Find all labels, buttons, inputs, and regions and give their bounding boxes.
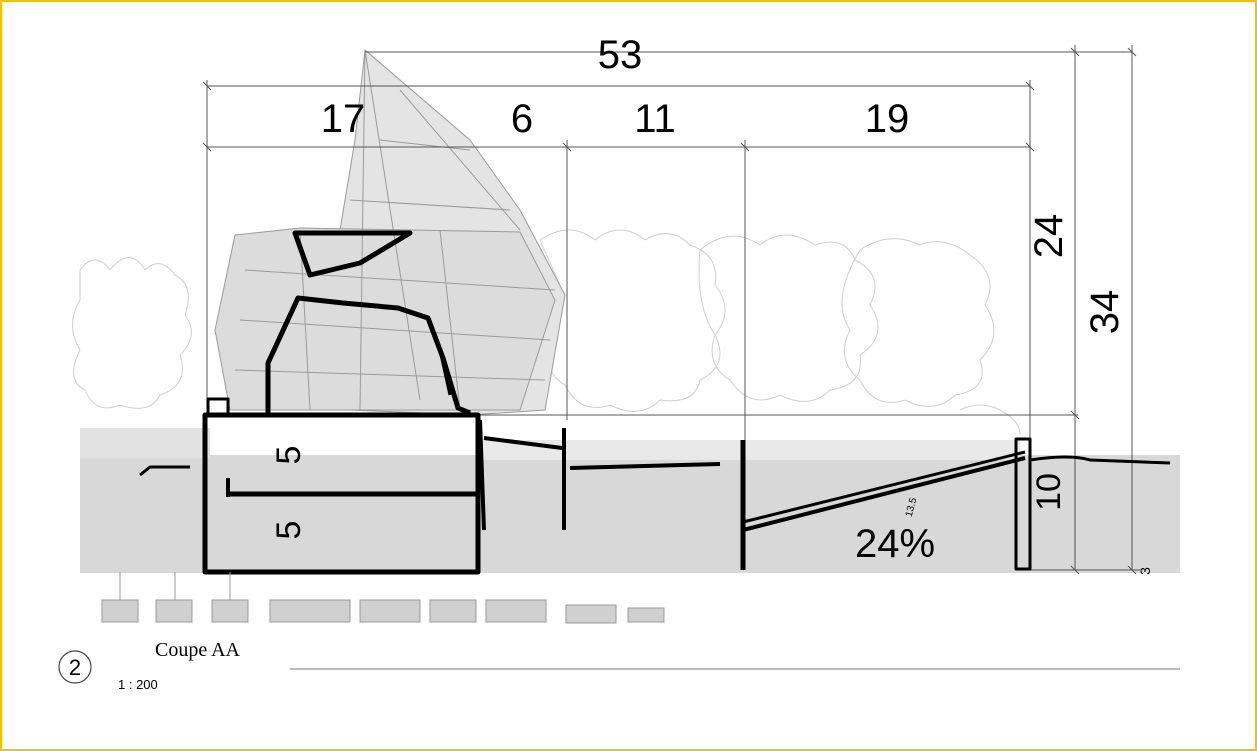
dim-seg-2: 6 [511,97,533,141]
title-block: 2 Coupe AA 1 : 200 [58,639,1180,692]
dim-ramp-small: 13.5 [904,496,920,518]
slope-annotation: 24% [855,522,935,566]
ground-massing [80,428,1180,573]
dim-seg-1: 17 [321,97,366,141]
dim-small-3: 3 [1137,567,1153,575]
dim-seg-3: 11 [634,97,676,141]
faceted-tower [214,49,566,416]
dim-level-lower: 5 [270,521,308,540]
dim-ramp-end-height: 10 [1030,473,1068,511]
section-cut-lines [139,230,1171,575]
dim-level-upper: 5 [270,446,308,465]
dim-seg-4: 19 [865,97,910,141]
tree-silhouettes [72,229,1021,436]
dim-height-24: 24 [1027,214,1071,259]
dim-total-width: 53 [598,33,643,77]
drawing-title: Coupe AA [155,639,241,661]
dim-height-34: 34 [1083,290,1127,335]
view-number-circle [58,650,92,684]
view-number: 2 [69,655,81,680]
foundation-piles [101,572,665,624]
drawing-scale: 1 : 200 [118,677,158,692]
